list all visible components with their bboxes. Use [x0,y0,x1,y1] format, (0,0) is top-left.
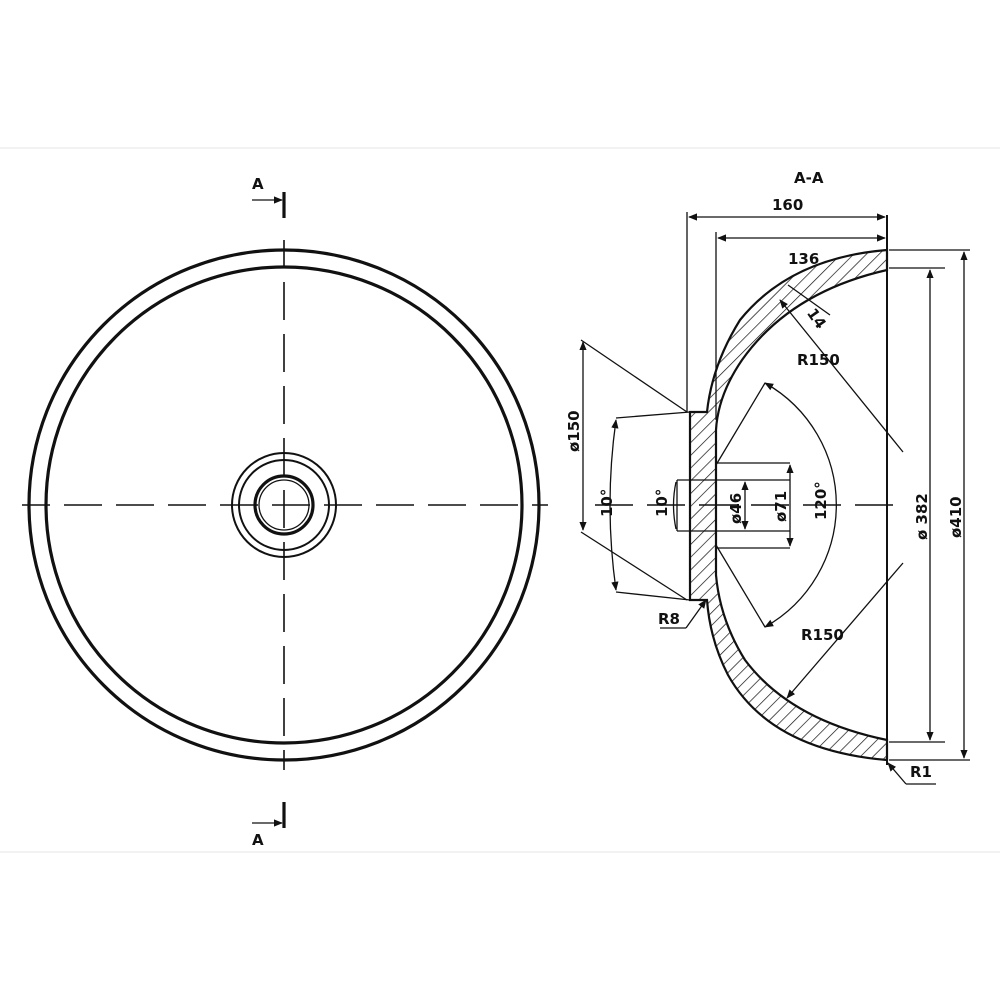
dim-wall-thickness: 14 [803,305,830,332]
dim-angle-10-outer: 10° [598,489,616,517]
dim-dia-150: ø150 [565,410,583,452]
dim-radius-rim: R1 [910,763,932,781]
dim-dia-382: ø 382 [913,493,931,540]
dim-depth-inner: 136 [788,250,819,268]
dim-dia-71: ø71 [772,491,790,522]
top-view: A A [22,175,548,849]
section-view: A-A 160 136 14 R150 R150 120° [565,169,970,785]
dim-radius-upper: R150 [797,351,840,369]
dim-dia-46: ø46 [727,493,745,524]
dim-radius-lower: R150 [801,626,844,644]
dim-angle-10-inner: 10° [653,489,671,517]
section-cut-marker-top: A [252,175,286,218]
dim-dia-410: ø410 [947,496,965,538]
section-marker-label-bottom: A [252,831,264,849]
dim-angle-120: 120° [812,481,830,520]
dim-depth-outer: 160 [772,196,803,214]
section-cut-marker-bottom: A [252,802,286,849]
section-marker-label-top: A [252,175,264,193]
drawing-frame [0,147,1000,853]
section-title: A-A [794,169,824,187]
dim-radius-fillet: R8 [658,610,680,628]
